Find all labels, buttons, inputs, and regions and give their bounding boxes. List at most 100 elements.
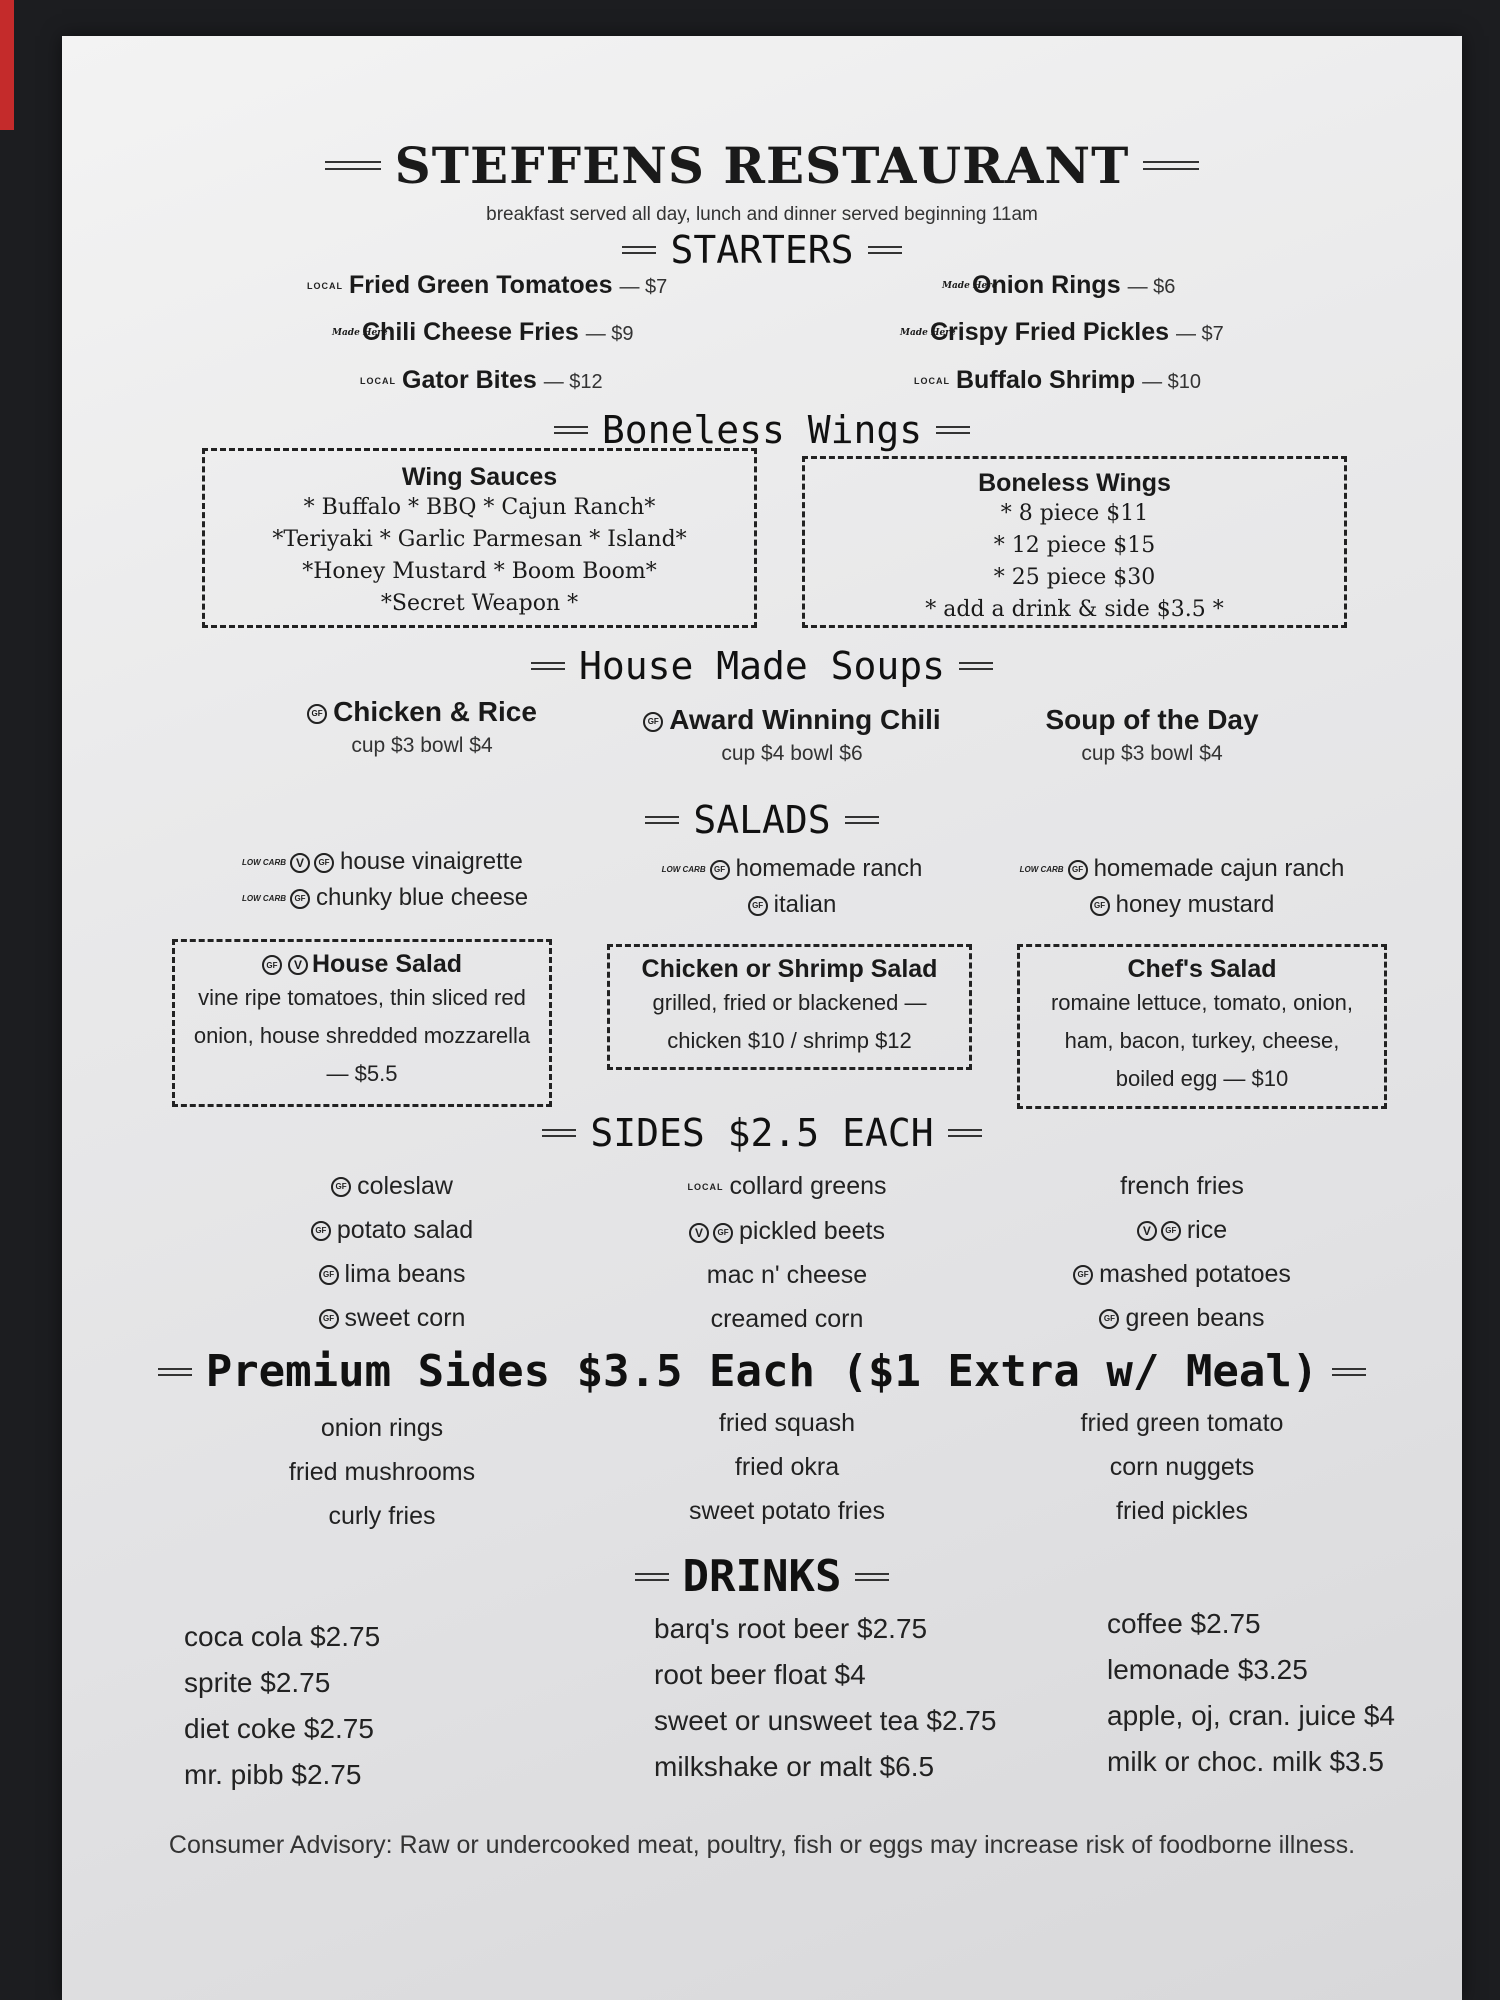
salad-desc-line: onion, house shredded mozzarella	[193, 1023, 531, 1048]
title-rule-right	[1143, 161, 1200, 170]
premium-side-item: onion rings	[320, 1414, 444, 1442]
sauce-line: *Secret Weapon *	[380, 591, 579, 616]
drink-item: diet coke $2.75	[184, 1713, 374, 1744]
gluten-free-icon: GF	[1089, 895, 1110, 916]
wing-price-line: * 25 piece $30	[993, 565, 1156, 590]
salads-title: SALADS	[693, 798, 831, 842]
starter-item: Made HereChili Cheese Fries — $9	[332, 318, 634, 347]
boneless-wings-box: Boneless Wings * 8 piece $11 * 12 piece …	[802, 456, 1347, 628]
salad-desc-line: chicken $10 / shrimp $12	[667, 1028, 912, 1053]
soup-name: Award Winning Chili	[669, 704, 941, 735]
chefs-salad-title: Chef's Salad	[1127, 955, 1277, 983]
gluten-free-icon: GF	[1160, 1221, 1181, 1242]
dressing-name: homemade cajun ranch	[1093, 855, 1345, 882]
wing-sauces-box: Wing Sauces * Buffalo * BBQ * Cajun Ranc…	[202, 448, 757, 628]
salad-desc-line: boiled egg — $10	[1115, 1066, 1289, 1091]
rule-right	[867, 246, 902, 254]
rule-right	[959, 662, 994, 670]
made-here-tag: Made Here	[900, 327, 956, 338]
wing-price-line: * add a drink & side $3.5 *	[925, 597, 1224, 622]
rule-right	[855, 1572, 890, 1581]
gluten-free-icon: GF	[1073, 1265, 1094, 1286]
drink-item: root beer float $4	[654, 1659, 866, 1690]
rule-left	[542, 1129, 577, 1137]
gluten-free-icon: GF	[307, 703, 328, 724]
wing-price-line: * 8 piece $11	[1000, 501, 1149, 526]
gluten-free-icon: GF	[310, 1221, 331, 1242]
rule-right	[936, 426, 971, 434]
boneless-wings-box-title: Boneless Wings	[978, 469, 1171, 497]
side-item: creamed corn	[710, 1305, 864, 1334]
salads-heading: SALADS	[62, 798, 1462, 842]
tagline: breakfast served all day, lunch and dinn…	[486, 204, 1038, 225]
premium-side-item: fried mushrooms	[288, 1458, 476, 1486]
rule-left	[645, 816, 680, 824]
premium-sides-title: Premium Sides $3.5 Each ($1 Extra w/ Mea…	[205, 1346, 1319, 1397]
chefs-salad-box: Chef's Salad romaine lettuce, tomato, on…	[1017, 944, 1387, 1109]
starter-price: — $10	[1142, 371, 1202, 393]
premium-side-item: fried pickles	[1116, 1497, 1248, 1525]
gluten-free-icon: GF	[747, 895, 768, 916]
premium-col-2: fried squash fried okra sweet potato fri…	[597, 1401, 977, 1533]
drinks-col-1: coca cola $2.75 sprite $2.75 diet coke $…	[184, 1614, 380, 1798]
soups-title: House Made Soups	[578, 644, 946, 688]
starter-price: — $9	[585, 323, 634, 345]
premium-side-item: corn nuggets	[1109, 1453, 1255, 1481]
local-tag: LOCAL	[687, 1182, 724, 1193]
sauce-line: * Buffalo * BBQ * Cajun Ranch*	[303, 495, 656, 520]
vegetarian-icon: V	[1136, 1221, 1157, 1242]
local-tag: LOCAL	[360, 376, 396, 387]
drink-item: milkshake or malt $6.5	[654, 1751, 935, 1782]
gluten-free-icon: GF	[318, 1265, 339, 1286]
wing-sauces-title: Wing Sauces	[401, 463, 558, 491]
wings-heading: Boneless Wings	[62, 408, 1462, 452]
salad-desc-line: ham, bacon, turkey, cheese,	[1064, 1028, 1340, 1053]
rule-left	[157, 1367, 192, 1376]
salad-desc-line: romaine lettuce, tomato, onion,	[1050, 990, 1354, 1015]
rule-left	[530, 662, 565, 670]
starter-name: Onion Rings	[972, 271, 1121, 299]
drink-item: lemonade $3.25	[1107, 1654, 1308, 1685]
gluten-free-icon: GF	[1067, 859, 1088, 880]
gluten-free-icon: GF	[314, 852, 334, 873]
premium-col-3: fried green tomato corn nuggets fried pi…	[992, 1401, 1372, 1533]
local-tag: LOCAL	[914, 376, 950, 387]
drinks-heading: DRINKS	[62, 1551, 1462, 1602]
premium-side-item: fried squash	[718, 1409, 856, 1437]
low-carb-icon: LOW CARB	[1019, 864, 1064, 874]
rule-left	[553, 426, 588, 434]
wings-title: Boneless Wings	[601, 408, 923, 452]
sauce-line: *Honey Mustard * Boom Boom*	[302, 559, 657, 584]
vegetarian-icon: V	[689, 1222, 710, 1243]
starter-name: Gator Bites	[402, 366, 537, 394]
soup-item: Soup of the Day cup $3 bowl $4	[962, 704, 1342, 766]
dressing-name: italian	[773, 891, 837, 918]
starters-title: STARTERS	[670, 228, 854, 272]
premium-col-1: onion rings fried mushrooms curly fries	[192, 1406, 572, 1538]
made-here-tag: Made Here	[942, 280, 998, 291]
rule-right	[1332, 1367, 1367, 1376]
side-name: coleslaw	[357, 1172, 453, 1200]
drinks-col-2: barq's root beer $2.75 root beer float $…	[654, 1606, 996, 1790]
drink-item: barq's root beer $2.75	[654, 1613, 928, 1644]
soup-name: Soup of the Day	[1045, 704, 1259, 735]
chicken-shrimp-salad-title: Chicken or Shrimp Salad	[641, 955, 938, 983]
title-rule-left	[324, 161, 381, 170]
gluten-free-icon: GF	[643, 711, 664, 732]
